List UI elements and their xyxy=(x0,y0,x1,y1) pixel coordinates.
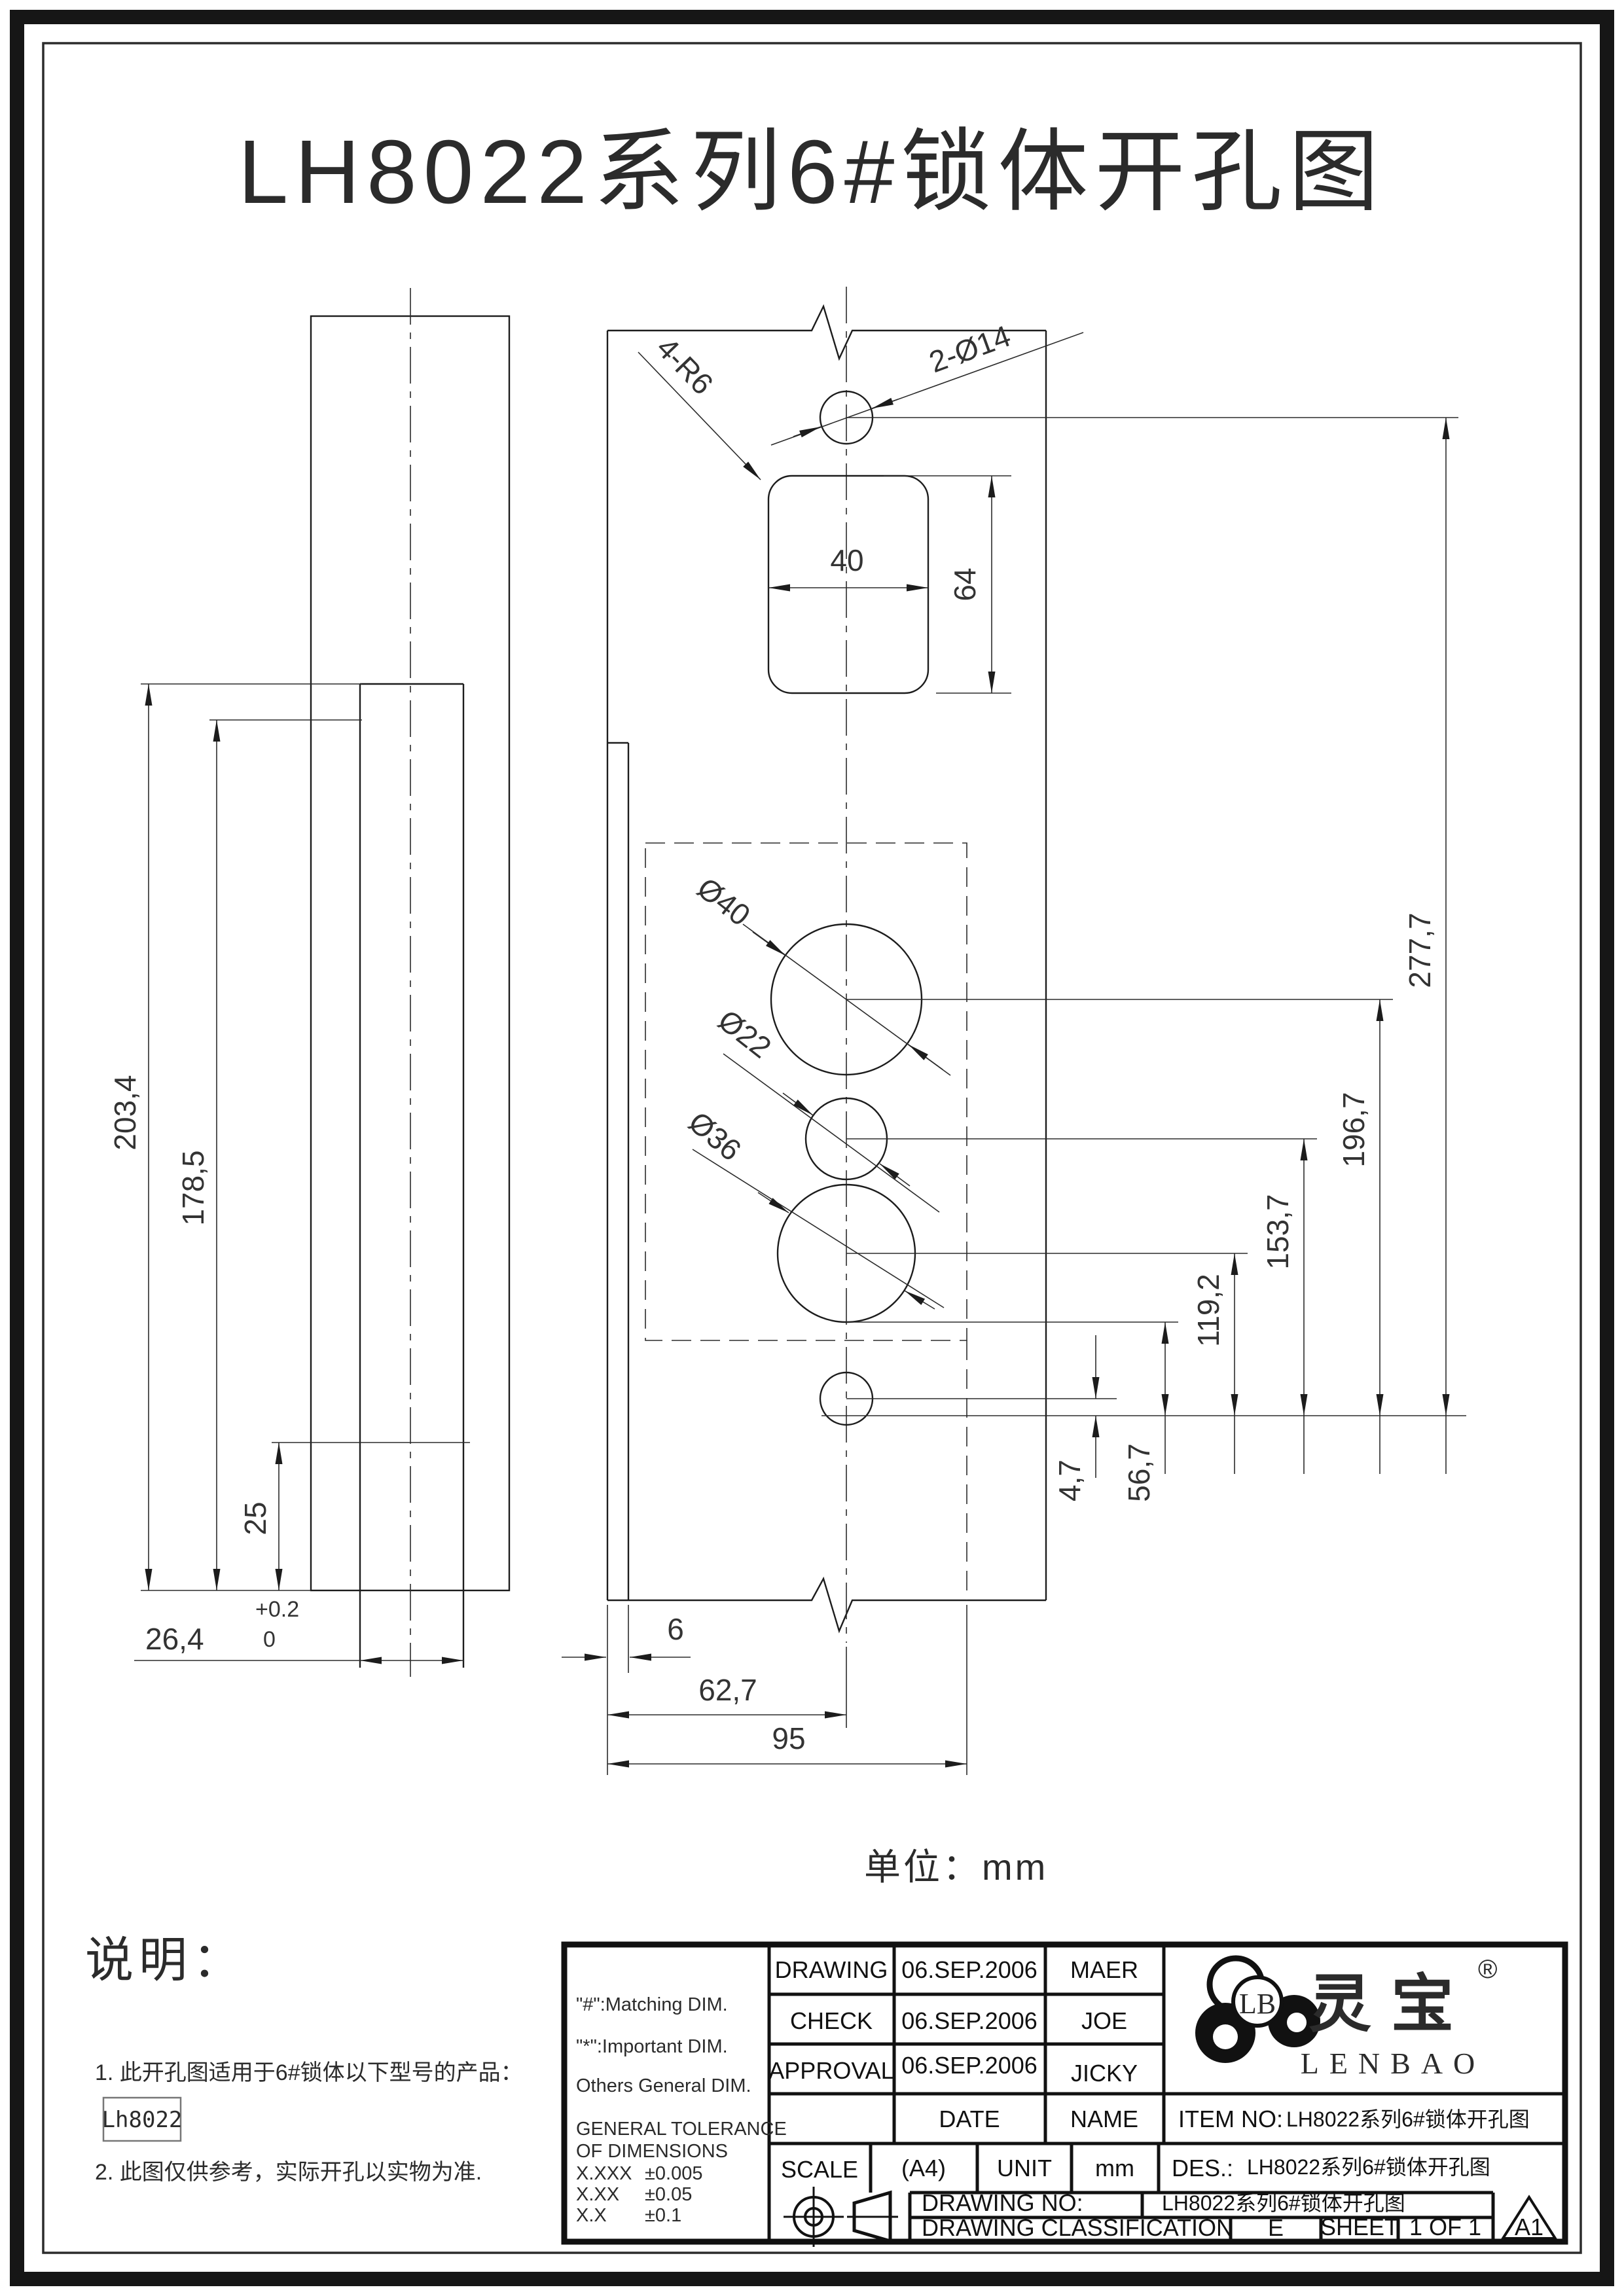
projection-symbol-icon xyxy=(784,2187,898,2247)
model-box xyxy=(102,2096,182,2142)
tb-tol-title1: GENERAL TOLERANCE xyxy=(576,2119,787,2140)
tb-des-label: DES.: xyxy=(1172,2155,1233,2181)
tb-tol3-key: X.X xyxy=(576,2205,607,2226)
dim-h-body: 95 xyxy=(772,1721,805,1755)
dim-plate-tol-lower: 0 xyxy=(263,1627,276,1652)
tb-tol1-key: X.XXX xyxy=(576,2163,632,2184)
tb-date2: 06.SEP.2006 xyxy=(901,2007,1038,2034)
label-corner-radius: 4-R6 xyxy=(650,331,720,401)
tb-date3: 06.SEP.2006 xyxy=(901,2052,1038,2079)
tolerance-notes: "#":Matching DIM. "*":Important DIM. Oth… xyxy=(576,1994,787,2226)
tb-check-label: CHECK xyxy=(790,2007,873,2034)
tb-name-header: NAME xyxy=(1070,2106,1138,2132)
model-box-text: Lh8022 xyxy=(102,2107,183,2133)
bottom-dimensions: 6 62,7 95 xyxy=(562,1605,967,1775)
logo-reg: ® xyxy=(1478,1955,1497,1984)
tb-approval-label: APPROVAL xyxy=(768,2057,893,2084)
tb-note-important: "*":Important DIM. xyxy=(576,2036,728,2057)
tb-sheet-value: 1 OF 1 xyxy=(1409,2214,1481,2240)
dim-v56: 56,7 xyxy=(1122,1443,1156,1502)
dim-v47: 4,7 xyxy=(1053,1460,1087,1501)
left-view: 203,4 178,5 25 26,4 +0.2 0 xyxy=(108,288,511,1677)
tb-item-no-label: ITEM NO: xyxy=(1178,2106,1283,2132)
dim-h-center: 62,7 xyxy=(698,1673,757,1707)
tb-sheet-label: SHEET xyxy=(1320,2214,1399,2240)
label-top-holes: 2-Ø14 xyxy=(925,319,1015,380)
dim-plate-width: 26,4 xyxy=(145,1622,204,1656)
dim-left-plate: 178,5 xyxy=(176,1150,210,1225)
right-dimensions: 4,7 56,7 119,2 153,7 196,7 277,7 xyxy=(1053,418,1450,1502)
tb-unit-label: UNIT xyxy=(997,2155,1052,2181)
label-hole-lower: Ø36 xyxy=(682,1105,748,1168)
tb-note-others: Others General DIM. xyxy=(576,2075,751,2096)
tb-unit-value: mm xyxy=(1095,2155,1134,2181)
logo-cn: 灵宝 xyxy=(1308,1969,1473,2039)
dim-left-total: 203,4 xyxy=(108,1075,142,1150)
front-view: 2-Ø14 4-R6 40 64 Ø40 Ø22 Ø36 xyxy=(562,287,1466,1775)
tb-scale-label: SCALE xyxy=(781,2156,858,2183)
logo-monogram-circle xyxy=(1231,1975,1284,2028)
spindle-slot xyxy=(767,475,929,694)
tb-item-no-value: LH8022系列6#锁体开孔图 xyxy=(1286,2108,1530,2131)
tb-tol2-key: X.XX xyxy=(576,2184,619,2205)
outer-border xyxy=(10,10,1614,2286)
dim-v153: 153,7 xyxy=(1261,1194,1295,1269)
dim-v119: 119,2 xyxy=(1191,1274,1225,1347)
logo-en: LENBAO xyxy=(1301,2047,1486,2080)
dim-slot-height: 64 xyxy=(948,567,982,601)
logo-monogram: LB xyxy=(1239,1988,1276,2020)
tb-drawing-no-label: DRAWING NO: xyxy=(922,2189,1083,2216)
label-hole-large: Ø40 xyxy=(691,870,757,933)
dim-left-bottom: 25 xyxy=(238,1501,272,1535)
dim-offset6: 6 xyxy=(667,1612,684,1646)
dim-plate-tol-upper: +0.2 xyxy=(255,1597,299,1622)
notes-heading: 说明： xyxy=(85,1933,246,1987)
tb-date1: 06.SEP.2006 xyxy=(901,1956,1038,1983)
tb-classification-label: DRAWING CLASSIFICATION xyxy=(922,2214,1233,2241)
tb-des-value: LH8022系列6#锁体开孔图 xyxy=(1247,2155,1490,2179)
note-item-2: 2. 此图仅供参考，实际开孔以实物为准. xyxy=(95,2160,482,2185)
note-item-1: 1. 此开孔图适用于6#锁体以下型号的产品： xyxy=(95,2060,523,2085)
lenbao-logo: LB 灵宝 ® LENBAO xyxy=(1195,1955,1497,2080)
tb-drawing-no-value: LH8022系列6#锁体开孔图 xyxy=(1162,2191,1405,2215)
tb-name1: MAER xyxy=(1070,1956,1138,1983)
tb-note-matching: "#":Matching DIM. xyxy=(576,1994,728,2015)
hidden-body-outline xyxy=(645,842,967,1341)
label-hole-medium: Ø22 xyxy=(712,1003,778,1065)
tb-classification-value: E xyxy=(1268,2214,1284,2241)
notes-block: 说明： 1. 此开孔图适用于6#锁体以下型号的产品： Lh8022 2. 此图仅… xyxy=(85,1933,523,2185)
dim-v277: 277,7 xyxy=(1403,912,1437,988)
dim-slot-width: 40 xyxy=(830,543,863,577)
tb-tol1-val: ±0.005 xyxy=(645,2163,703,2184)
tb-tol-title2: OF DIMENSIONS xyxy=(576,2141,728,2162)
tb-size-code: A1 xyxy=(1515,2214,1543,2240)
tb-name2: JOE xyxy=(1081,2007,1127,2034)
tb-name3: JICKY xyxy=(1071,2060,1138,2087)
tb-date-header: DATE xyxy=(939,2106,1000,2132)
tb-scale-value: (A4) xyxy=(901,2155,946,2181)
tb-tol3-val: ±0.1 xyxy=(645,2205,681,2226)
dim-v196: 196,7 xyxy=(1337,1092,1371,1167)
inner-border xyxy=(42,42,1582,2254)
title-block: DRAWING 06.SEP.2006 MAER CHECK 06.SEP.20… xyxy=(561,1941,1568,2247)
size-triangle xyxy=(1500,2195,1558,2240)
tb-tol2-val: ±0.05 xyxy=(645,2184,692,2205)
page-title: LH8022系列6#锁体开孔图 xyxy=(238,122,1386,223)
unit-note: 单位：mm xyxy=(864,1846,1048,1888)
tb-drawing-label: DRAWING xyxy=(775,1956,888,1983)
